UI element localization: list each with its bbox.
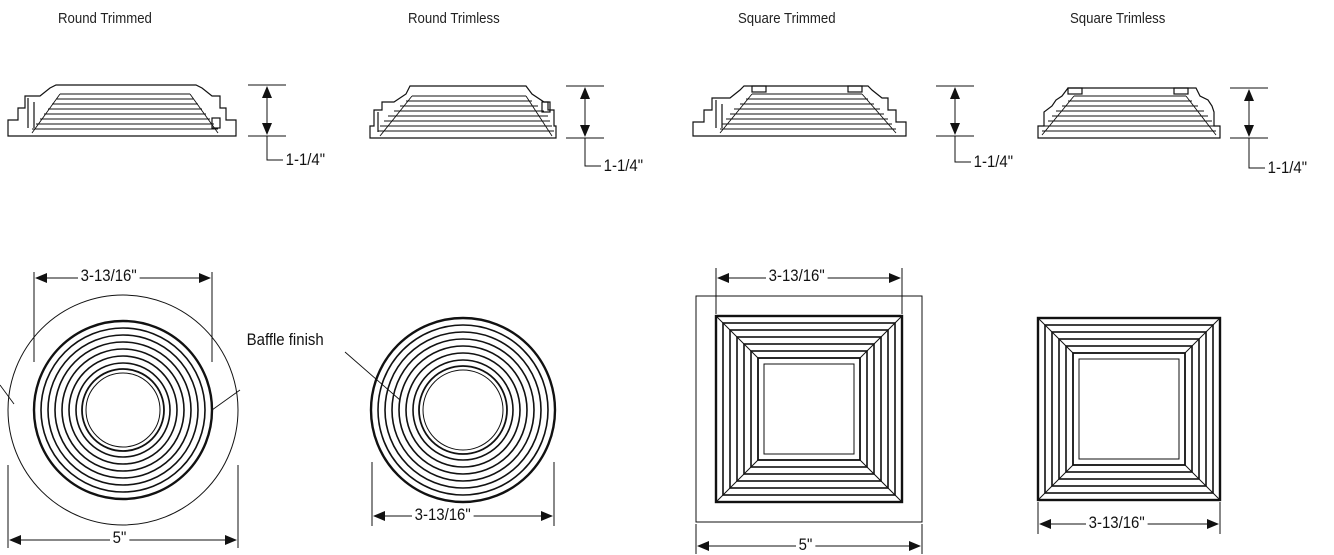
profile-round-trimmed-rings — [31, 93, 219, 134]
height-label-round-trimmed: 1-1/4" — [283, 150, 328, 170]
front-square-trimmed — [695, 295, 923, 523]
baffle-finish-callout: Baffle finish — [246, 330, 324, 349]
inner-width-label-round-trimless: 3-13/16" — [412, 505, 474, 525]
profile-square-trimmed — [692, 85, 907, 137]
front-round-trimmed — [0, 294, 241, 526]
profile-round-trimmed — [7, 84, 237, 137]
title-round-trimless: Round Trimless — [408, 10, 500, 27]
profile-square-trimless — [1037, 87, 1221, 139]
inner-width-label-square-trimmed: 3-13/16" — [766, 266, 828, 286]
outer-width-label-round-trimmed: 5" — [110, 528, 129, 548]
height-label-square-trimmed: 1-1/4" — [971, 152, 1016, 172]
inner-width-label-square-trimless: 3-13/16" — [1086, 513, 1148, 533]
height-label-round-trimless: 1-1/4" — [601, 156, 646, 176]
height-dimensions — [248, 84, 1268, 169]
profile-square-trimless-rings — [1041, 95, 1217, 136]
outer-width-label-square-trimmed: 5" — [796, 535, 815, 555]
title-round-trimmed: Round Trimmed — [58, 10, 152, 27]
inner-width-label-round-trimmed: 3-13/16" — [78, 266, 140, 286]
round-trimmed-width-dims — [7, 272, 239, 548]
profile-square-trimmed-rings — [719, 93, 897, 134]
title-square-trimless: Square Trimless — [1070, 10, 1166, 27]
front-round-trimless — [344, 316, 557, 504]
title-square-trimmed: Square Trimmed — [738, 10, 836, 27]
front-square-trimless — [1036, 316, 1222, 502]
profile-round-trimless-rings — [378, 95, 554, 137]
profile-round-trimless — [369, 85, 557, 139]
height-label-square-trimless: 1-1/4" — [1265, 158, 1310, 178]
